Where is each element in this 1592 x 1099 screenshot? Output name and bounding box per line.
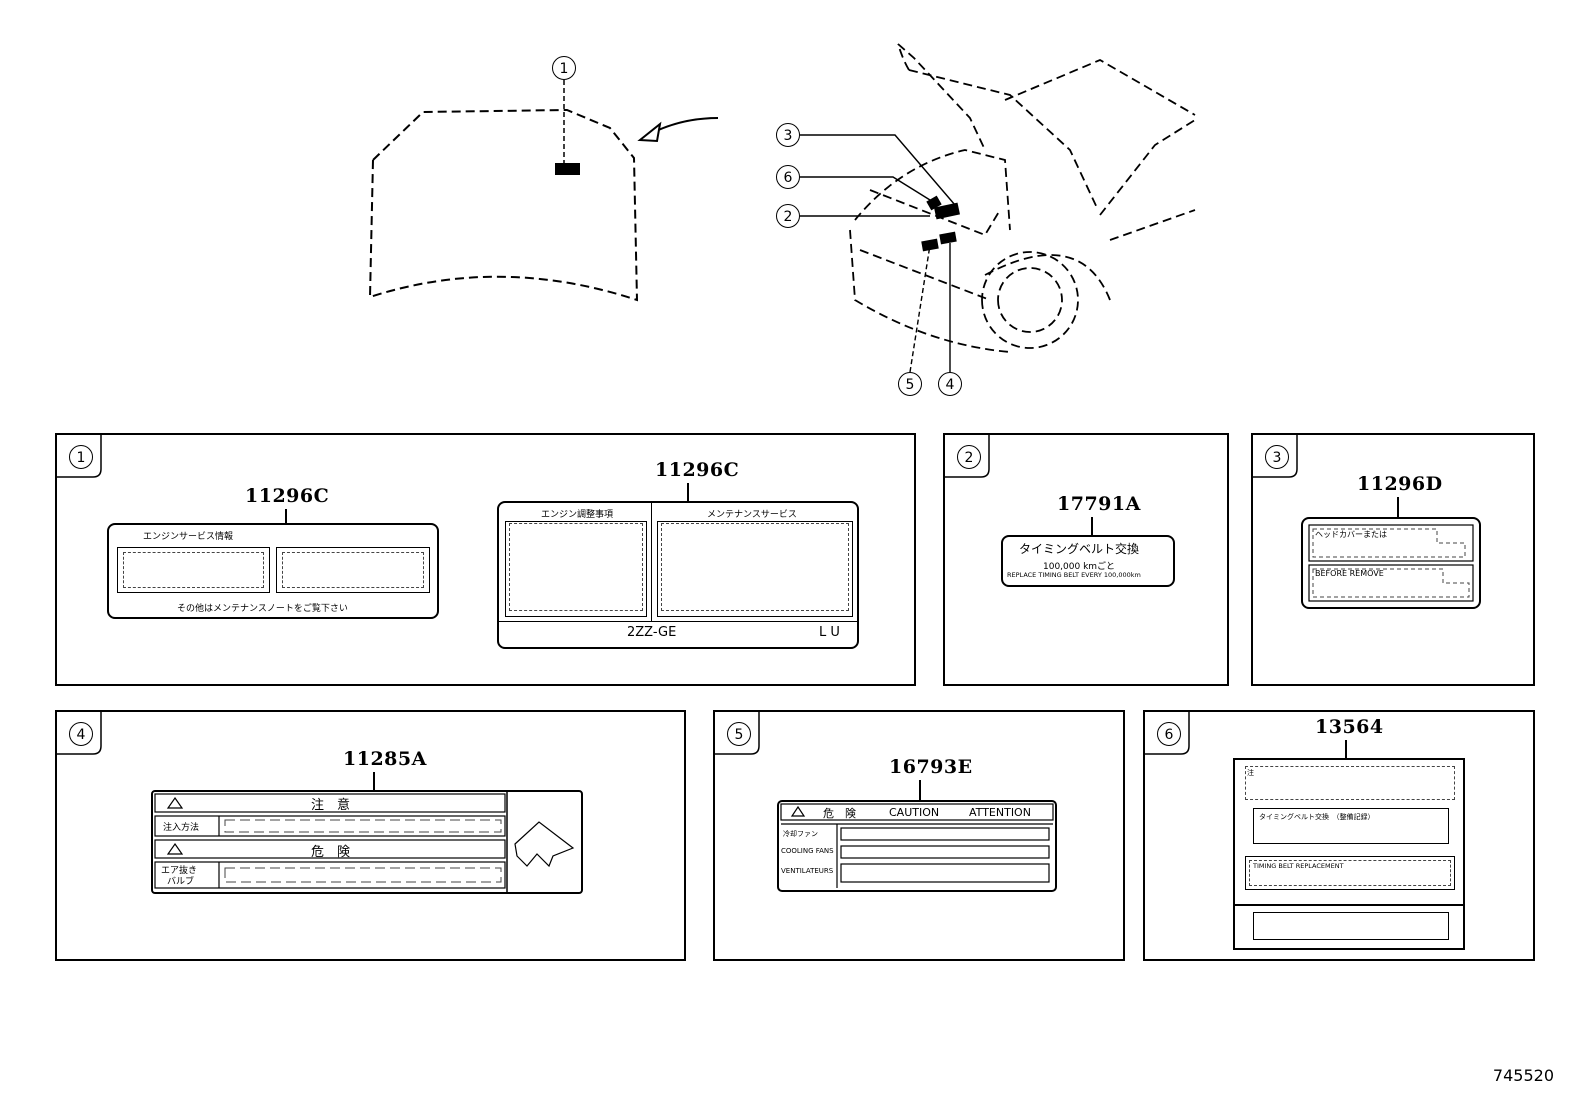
header-caution: CAUTION: [889, 806, 940, 819]
row-note: 注: [1247, 769, 1254, 777]
row-fill-method: 注入方法: [163, 823, 200, 833]
callout-3: 3: [776, 123, 800, 147]
panel-callout: 6: [1157, 722, 1181, 746]
panel-callout: 1: [69, 445, 93, 469]
label-left-header: エンジン調整事項: [541, 510, 614, 520]
label-code: L U: [819, 625, 840, 640]
panel-4: 4 11285A 注 意 注入方法 危 険 エア抜き バルブ: [55, 710, 686, 961]
engine-code: 2ZZ-GE: [627, 625, 677, 640]
label-footer: その他はメンテナンスノートをご覧下さい: [177, 604, 348, 614]
panel-callout: 5: [727, 722, 751, 746]
label-header: エンジンサービス情報: [143, 532, 234, 542]
label-line-2: BEFORE REMOVE: [1315, 569, 1384, 578]
timing-belt-label: タイミングベルト交換 100,000 kmごと REPLACE TIMING B…: [1001, 535, 1175, 587]
panel-callout: 2: [957, 445, 981, 469]
label-marker-3: [934, 202, 960, 220]
catalog-number: 745520: [1492, 1066, 1554, 1085]
car-outline: [849, 43, 1196, 353]
callout-2: 2: [776, 204, 800, 228]
row-timing-belt-ja: タイミングベルト交換 （整備記録）: [1259, 813, 1375, 821]
part-number: 17791A: [1057, 493, 1141, 515]
callout-1: 1: [552, 56, 576, 80]
label-marker-6: [926, 195, 942, 211]
row-air-bleed: エア抜き: [161, 866, 198, 876]
row-valve: バルブ: [167, 877, 195, 887]
part-number: 11296C: [245, 485, 330, 507]
row-cooling-fan-ja: 冷却ファン: [783, 830, 818, 838]
row-ventilateurs: VENTILATEURS: [781, 867, 834, 875]
leader-5: [909, 244, 931, 373]
part-number: 13564: [1315, 716, 1384, 738]
overview-illustration: [368, 43, 1196, 373]
leader-6: [800, 176, 931, 201]
panel-2: 2 17791A タイミングベルト交換 100,000 kmごと REPLACE…: [943, 433, 1229, 686]
header-danger: 危 険: [823, 807, 856, 820]
hood-outline: [368, 108, 639, 302]
header-attention: ATTENTION: [969, 806, 1031, 819]
part-number: 11285A: [343, 748, 427, 770]
callout-6: 6: [776, 165, 800, 189]
panel-callout: 3: [1265, 445, 1289, 469]
hood-label-marker: [555, 163, 580, 175]
label-line-3: REPLACE TIMING BELT EVERY 100,000km: [1007, 571, 1141, 579]
engine-adjustment-label: エンジン調整事項 メンテナンスサービス 2ZZ-GE L U: [497, 501, 859, 649]
panel-5: 5 16793E 危 険 CAUTION ATTENTION 冷却ファン COO…: [713, 710, 1125, 961]
arrow-icon: [514, 821, 575, 868]
part-number: 11296D: [1357, 473, 1443, 495]
panel-6: 6 13564 注 タイミングベルト交換 （整備記録） TIMING BELT …: [1143, 710, 1535, 961]
row-danger: 危 険: [311, 845, 351, 860]
head-cover-label: ヘッドカバーまたは BEFORE REMOVE: [1301, 517, 1481, 609]
panel-1: 1 11296C エンジンサービス情報 その他はメンテナンスノートをご覧下さい …: [55, 433, 916, 686]
label-right-header: メンテナンスサービス: [707, 510, 797, 520]
row-timing-belt-en: TIMING BELT REPLACEMENT: [1253, 862, 1344, 870]
label-line-1: ヘッドカバーまたは: [1315, 530, 1387, 539]
callout-4: 4: [938, 372, 962, 396]
row-caution: 注 意: [311, 798, 351, 813]
label-marker-4: [939, 231, 957, 245]
part-number: 16793E: [889, 756, 973, 778]
label-line-1: タイミングベルト交換: [1019, 542, 1140, 556]
timing-belt-record-label: 注 タイミングベルト交換 （整備記録） TIMING BELT REPLACEM…: [1233, 758, 1465, 950]
row-cooling-fans: COOLING FANS: [781, 847, 834, 855]
cooling-fan-danger-label: 危 険 CAUTION ATTENTION 冷却ファン COOLING FANS…: [777, 800, 1057, 892]
engine-service-label: エンジンサービス情報 その他はメンテナンスノートをご覧下さい: [107, 523, 439, 619]
label-line-2: 100,000 kmごと: [1043, 562, 1116, 572]
panel-callout: 4: [69, 722, 93, 746]
panel-3: 3 11296D ヘッドカバーまたは BEFORE REMOVE: [1251, 433, 1535, 686]
leader-3: [800, 134, 956, 206]
part-number: 11296C: [655, 459, 740, 481]
coolant-caution-label: 注 意 注入方法 危 険 エア抜き バルブ: [151, 790, 583, 894]
callout-5: 5: [898, 372, 922, 396]
